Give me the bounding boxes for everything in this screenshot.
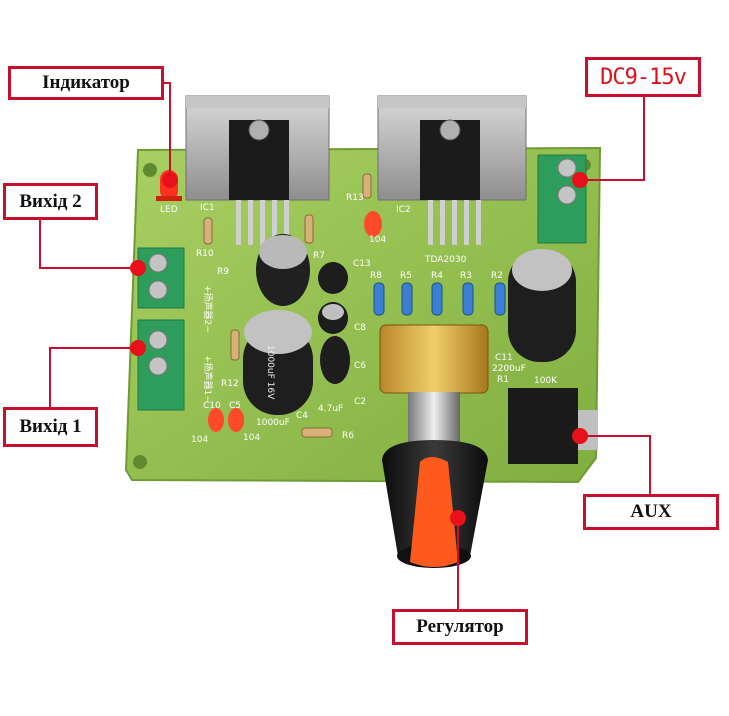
mounting-hole [143,163,157,177]
board-label-led: LED [160,205,178,215]
board-label-r5: R5 [400,271,412,281]
board-label-104-b: 104 [191,435,208,445]
capacitor-large-1 [256,234,310,306]
callout-aux: AUX [583,494,719,530]
board-label-c4: C4 [296,411,308,421]
callout-output-1: Вихід 1 [3,407,98,447]
board-label-r10: R10 [196,249,214,259]
board-label-1000uf: 1000uF [256,418,290,428]
capacitor-large-2 [243,310,313,415]
board-label-c10: C10 [203,401,221,411]
resistor-row [373,282,506,316]
capacitor-small [318,262,350,384]
output-2-dot [130,260,146,276]
mounting-hole [133,455,147,469]
board-label-speaker2: +扬声器2− [202,285,214,333]
capacitor-print: 1000uF 16V [265,345,275,400]
board-label-speaker1: +扬声器1− [202,355,214,403]
callout-power: DC9-15v [585,57,701,97]
board-label-c4-value: 4.7uF [318,404,343,414]
board-label-r3: R3 [460,271,472,281]
potentiometer-body [379,324,489,394]
board-label-c13: C13 [353,259,371,269]
board-label-c8: C8 [354,323,366,333]
screw-icon [439,119,461,141]
board-label-104-c: 104 [243,433,260,443]
board-label-c6: C6 [354,361,366,371]
aux-dot [572,428,588,444]
pcb-board [124,146,602,484]
board-label-r1: R1 [497,375,509,385]
knob [382,440,488,568]
board-label-r8: R8 [370,271,382,281]
callout-regulator: Регулятор [392,609,528,645]
board-label-r13: R13 [346,193,364,203]
board-label-ic1: IC1 [200,203,215,213]
regulator-dot [450,510,466,526]
marker-dots [130,172,588,526]
board-label-c11-value: 2200uF [492,364,526,374]
board-label-r4: R4 [431,271,443,281]
aux-jack [508,388,598,464]
power-dot [572,172,588,188]
output-1-dot [130,340,146,356]
board-label-ic2: IC2 [396,205,411,215]
board-label-r2: R2 [491,271,503,281]
board-label-c5: C5 [229,401,241,411]
capacitor-large-3 [508,249,576,362]
board-label-104-a: 104 [369,235,386,245]
board-label-tda: TDA2030 [424,255,467,265]
board-label-100k: 100K [534,376,558,386]
board-label-c2: C2 [354,397,366,407]
callout-indicator: Індикатор [8,66,164,100]
callout-output-2: Вихід 2 [3,183,98,220]
ceramic-capacitor [208,211,382,432]
board-label-r9: R9 [217,267,229,277]
output-1-terminal [137,319,185,411]
screw-icon [248,119,270,141]
output-2-terminal [137,247,185,309]
board-label-r7: R7 [313,251,325,261]
board-label-c11: C11 [495,353,513,363]
power-terminal [537,154,587,244]
board-label-r12: R12 [221,379,239,389]
leader-lines [39,82,651,609]
indicator-dot [162,172,178,188]
board-label-r6: R6 [342,431,354,441]
